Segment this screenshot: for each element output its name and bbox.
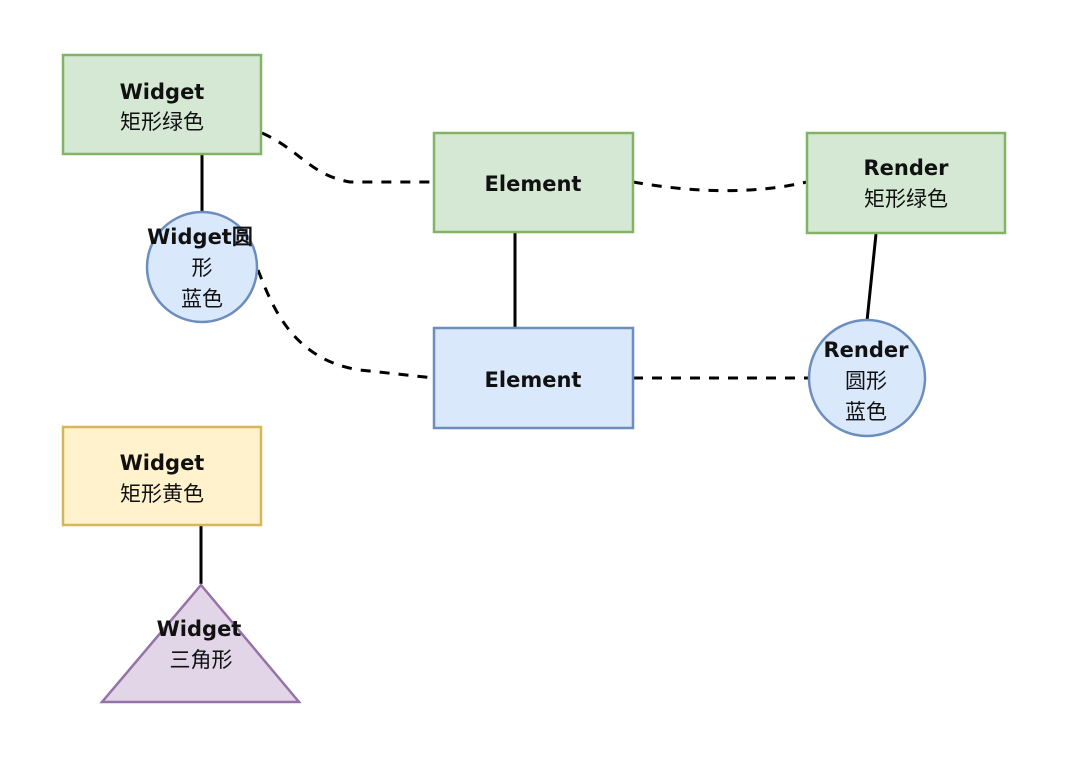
node-label: Element <box>485 368 582 392</box>
node-render-circle-blue-shape <box>807 318 927 438</box>
node-render-rect-green-shape <box>805 131 1007 235</box>
node-label: 蓝色 <box>845 400 887 424</box>
node-label: Widget <box>120 451 205 475</box>
edge-render-green-to-render-circle <box>865 233 878 322</box>
node-label: 蓝色 <box>181 287 223 311</box>
node-element-blue[interactable]: Element <box>432 326 635 430</box>
node-label: 圆形 <box>845 369 887 393</box>
node-label: 形 <box>192 256 213 280</box>
node-label: 矩形绿色 <box>864 187 948 211</box>
node-label: 矩形黄色 <box>120 482 204 506</box>
node-widget-triangle-shape <box>99 583 302 704</box>
node-render-rect-green[interactable]: Render 矩形绿色 <box>805 131 1007 235</box>
node-label: Element <box>485 172 582 196</box>
node-widget-triangle[interactable]: Widget 三角形 <box>99 583 302 704</box>
node-label: Widget <box>120 80 205 104</box>
node-widget-rect-green-shape <box>61 53 263 156</box>
edges <box>199 131 878 584</box>
node-widget-circle-blue-shape <box>145 210 259 324</box>
node-element-blue-shape <box>432 326 635 430</box>
node-widget-circle-blue[interactable]: Widget圆 形 蓝色 <box>145 210 259 324</box>
edge-widget-green-to-element-green <box>261 131 434 184</box>
edge-widget-circle-to-element-blue <box>256 269 435 380</box>
node-element-green-shape <box>432 131 635 234</box>
node-label: Widget <box>157 617 242 641</box>
node-label: 三角形 <box>170 648 233 672</box>
node-render-circle-blue[interactable]: Render 圆形 蓝色 <box>807 318 927 438</box>
node-label: 矩形绿色 <box>120 110 204 134</box>
node-widget-rect-green[interactable]: Widget 矩形绿色 <box>61 53 263 156</box>
node-widget-rect-yellow-shape <box>61 425 263 527</box>
node-element-green[interactable]: Element <box>432 131 635 234</box>
node-label: Widget圆 <box>147 225 253 249</box>
node-widget-rect-yellow[interactable]: Widget 矩形黄色 <box>61 425 263 527</box>
node-label: Render <box>824 338 910 362</box>
node-label: Render <box>864 156 950 180</box>
edge-element-green-to-render-green <box>632 180 808 193</box>
